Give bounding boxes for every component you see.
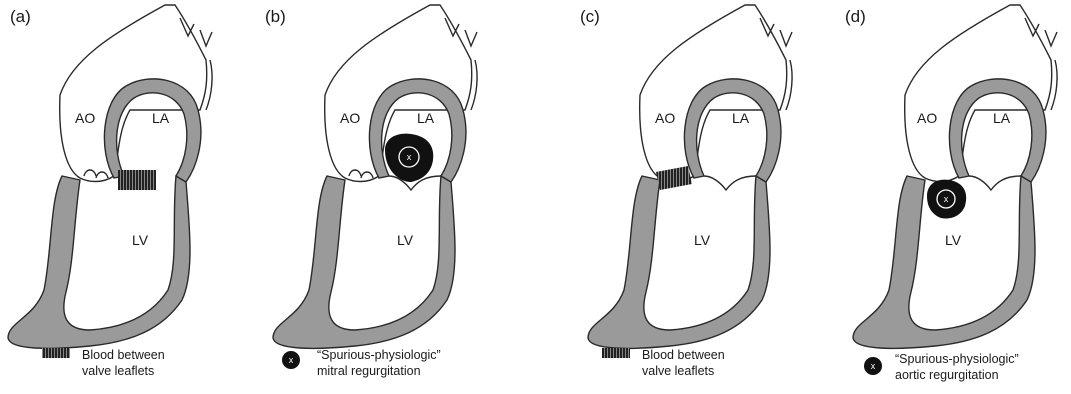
mitral-leaflets	[704, 176, 756, 190]
legend-icon-x: x	[289, 355, 294, 365]
mitral-leaflets	[969, 176, 1021, 190]
lv-wall	[8, 176, 190, 348]
ao-label: AO	[917, 110, 937, 126]
la-label: LA	[732, 110, 750, 126]
legend-line1: “Spurious-physiologic”	[895, 352, 1019, 366]
panel-label: (a)	[10, 7, 31, 26]
panel-c: (c) AO LA LV Blood between valve leaflet…	[580, 5, 792, 378]
legend-line1: Blood between	[82, 348, 165, 362]
marker-x: x	[407, 152, 412, 162]
lv-wall	[588, 176, 770, 348]
ao-label: AO	[655, 110, 675, 126]
marker-x: x	[944, 194, 949, 204]
la-label: LA	[152, 110, 170, 126]
lv-label: LV	[945, 232, 962, 248]
lv-label: LV	[132, 232, 149, 248]
panel-a: (a) AO LA LV Blood between valve leaflet…	[8, 5, 212, 378]
hatched-block-icon	[42, 348, 70, 358]
legend-line2: valve leaflets	[642, 364, 714, 378]
legend-line1: Blood between	[642, 348, 725, 362]
la-label: LA	[993, 110, 1011, 126]
blood-between-leaflets	[118, 170, 156, 190]
lv-label: LV	[694, 232, 711, 248]
la-label: LA	[417, 110, 435, 126]
panel-label: (c)	[580, 7, 600, 26]
lv-wall	[273, 176, 455, 348]
ao-label: AO	[340, 110, 360, 126]
panel-label: (b)	[265, 7, 286, 26]
panel-label: (d)	[845, 7, 866, 26]
legend-line2: mitral regurgitation	[317, 364, 421, 378]
legend-line2: aortic regurgitation	[895, 368, 999, 382]
legend-icon-x: x	[871, 361, 876, 371]
panel-d: (d) x AO LA LV x “Spurious-physiologic” …	[845, 5, 1057, 382]
hatched-block-icon	[602, 348, 630, 358]
panel-b: (b) x AO LA LV x “Spurious-physiologic” …	[265, 5, 477, 378]
legend-line1: “Spurious-physiologic”	[317, 348, 441, 362]
lv-label: LV	[397, 232, 414, 248]
ao-label: AO	[75, 110, 95, 126]
legend-line2: valve leaflets	[82, 364, 154, 378]
